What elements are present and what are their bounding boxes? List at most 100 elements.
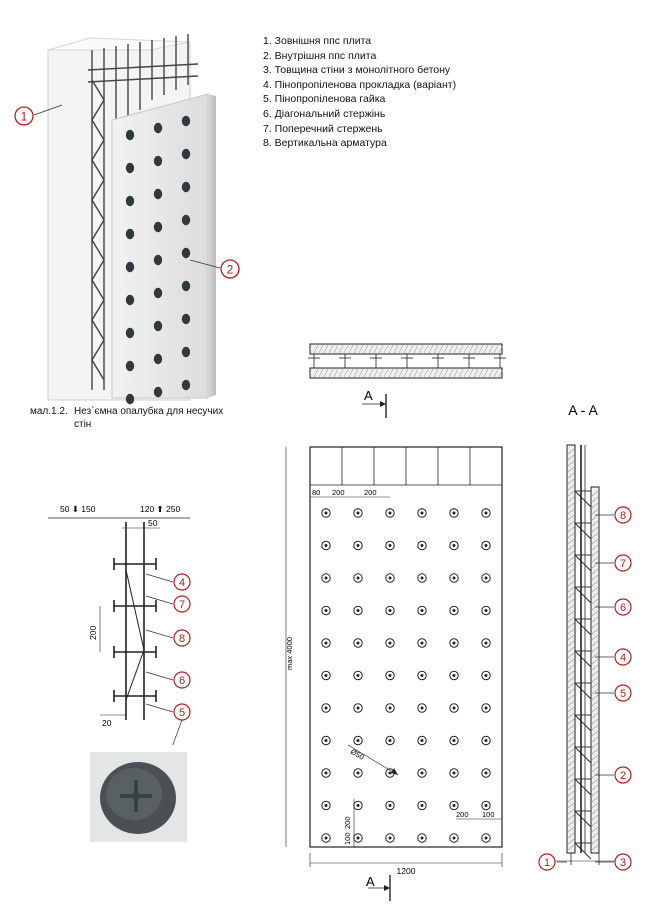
slab-hole (125, 393, 135, 405)
dim-50: 50 (148, 518, 158, 528)
panel-front-view: max 4000 80 200 200 Ø50 200 100 200 100 … (285, 446, 503, 901)
aa-callout-7 (614, 554, 632, 572)
aa-callout-label: 6 (620, 602, 626, 614)
aa-callout-4 (614, 648, 632, 666)
slab-hole (181, 115, 191, 127)
slab-hole (125, 360, 135, 372)
aa-callout-label: 4 (620, 652, 626, 664)
slab-hole (181, 280, 191, 292)
aa-inner-layer (590, 486, 600, 854)
legend-item: 8. Вертикальна арматура (263, 137, 387, 150)
detail-callout-6 (173, 671, 191, 689)
panel-holes (321, 508, 491, 843)
dim-100a: 100 (343, 832, 352, 845)
slab-hole (153, 320, 163, 332)
aa-callout-label: 8 (620, 510, 626, 522)
slab-hole (181, 181, 191, 193)
detail-callout-label: 7 (179, 599, 185, 611)
dim-width: 1200 (397, 866, 416, 876)
slab-hole (125, 228, 135, 240)
aa-callout-label: 5 (620, 688, 626, 700)
detail-callout-label: 4 (179, 577, 185, 589)
nut-photo (90, 752, 187, 842)
aa-callout-label: 2 (620, 770, 626, 782)
slab-hole (153, 155, 163, 167)
slab-hole (181, 214, 191, 226)
legend-item: 4. Пінопропіленова прокладка (варіант) (263, 78, 457, 91)
legend-item: 2. Внутрішня ппс плита (263, 49, 377, 62)
slab-hole (153, 254, 163, 266)
dim-top-right: 120 ⬆ 250 (140, 504, 180, 514)
aa-callout-label: 7 (620, 558, 626, 570)
dim-hole: Ø50 (349, 747, 366, 762)
section-marker-top: A (364, 388, 373, 403)
slab-hole (153, 188, 163, 200)
aa-callout-label: 3 (620, 857, 626, 869)
dim-100b: 100 (482, 810, 495, 819)
connection-detail: 50 ⬇ 150 120 ⬆ 250 50 200 20 4 7 8 6 5 (48, 504, 191, 745)
slab-hole (125, 162, 135, 174)
slab-hole (125, 195, 135, 207)
slab-hole (153, 386, 163, 398)
figure-caption: мал.1.2. Нез`ємна опалубка для несучих ст… (30, 405, 260, 431)
callout-1 (14, 106, 34, 126)
dim-height: max 4000 (285, 637, 294, 670)
panel-outline (309, 446, 503, 848)
dim-80: 80 (312, 488, 320, 497)
slab-hole (181, 379, 191, 391)
slab-hole (181, 313, 191, 325)
detail-callout-label: 5 (179, 707, 185, 719)
detail-callout-8 (173, 629, 191, 647)
aa-callout-5 (614, 684, 632, 702)
legend-item: 1. Зовнішня ппс плита (263, 35, 372, 47)
detail-callout-4 (173, 573, 191, 591)
slab-hole (153, 353, 163, 365)
slab-hole (181, 247, 191, 259)
formwork-photo: 1 2 (14, 34, 240, 405)
dim-top-left: 50 ⬇ 150 (60, 504, 96, 514)
callout-2-label: 2 (227, 263, 234, 277)
legend-item: 6. Діагональний стержінь (263, 107, 386, 120)
detail-callouts: 4 7 8 6 5 (145, 573, 191, 745)
slab-hole (125, 327, 135, 339)
caption-number: мал.1.2. (30, 406, 68, 417)
plan-section: A (308, 343, 506, 418)
aa-callout-8 (614, 506, 632, 524)
aa-callout-3 (614, 853, 632, 871)
legend-item: 3. Товщина стіни з монолітного бетону (263, 64, 451, 77)
slab-hole (153, 221, 163, 233)
callout-1-label: 1 (21, 110, 28, 124)
detail-callout-label: 8 (179, 633, 185, 645)
aa-outer-layer (566, 444, 576, 854)
section-aa: A - A 8 7 6 4 5 2 1 3 (538, 402, 632, 871)
aa-callout-1 (538, 853, 556, 871)
inner-slab (111, 93, 209, 399)
legend-item: 5. Пінопропіленова гайка (263, 93, 386, 106)
tie-rods (308, 354, 506, 368)
dim-200b: 200 (364, 488, 377, 497)
dim-200d: 200 (456, 810, 469, 819)
slab-hole (181, 346, 191, 358)
section-marker-bottom: A (366, 874, 375, 889)
aa-callout-2 (614, 766, 632, 784)
slab-hole (153, 287, 163, 299)
dim-20: 20 (102, 718, 112, 728)
dim-200a: 200 (332, 488, 345, 497)
slab-holes (125, 115, 191, 405)
caption-line1: Нез`ємна опалубка для несучих (74, 406, 224, 417)
section-aa-title: A - A (568, 402, 598, 418)
rebar-cage (87, 34, 199, 390)
dim-200: 200 (88, 626, 98, 640)
detail-callout-7 (173, 595, 191, 613)
dim-200c: 200 (343, 816, 352, 829)
legend-item: 7. Поперечний стержень (263, 122, 383, 135)
aa-callout-6 (614, 598, 632, 616)
aa-callouts: 8 7 6 4 5 2 1 3 (538, 506, 632, 871)
aa-callout-label: 1 (544, 857, 550, 869)
slab-hole (181, 148, 191, 160)
callout-2 (220, 259, 240, 279)
slab-hole (125, 294, 135, 306)
detail-callout-label: 6 (179, 675, 185, 687)
caption-line2: стін (74, 419, 92, 430)
slab-hole (153, 122, 163, 134)
